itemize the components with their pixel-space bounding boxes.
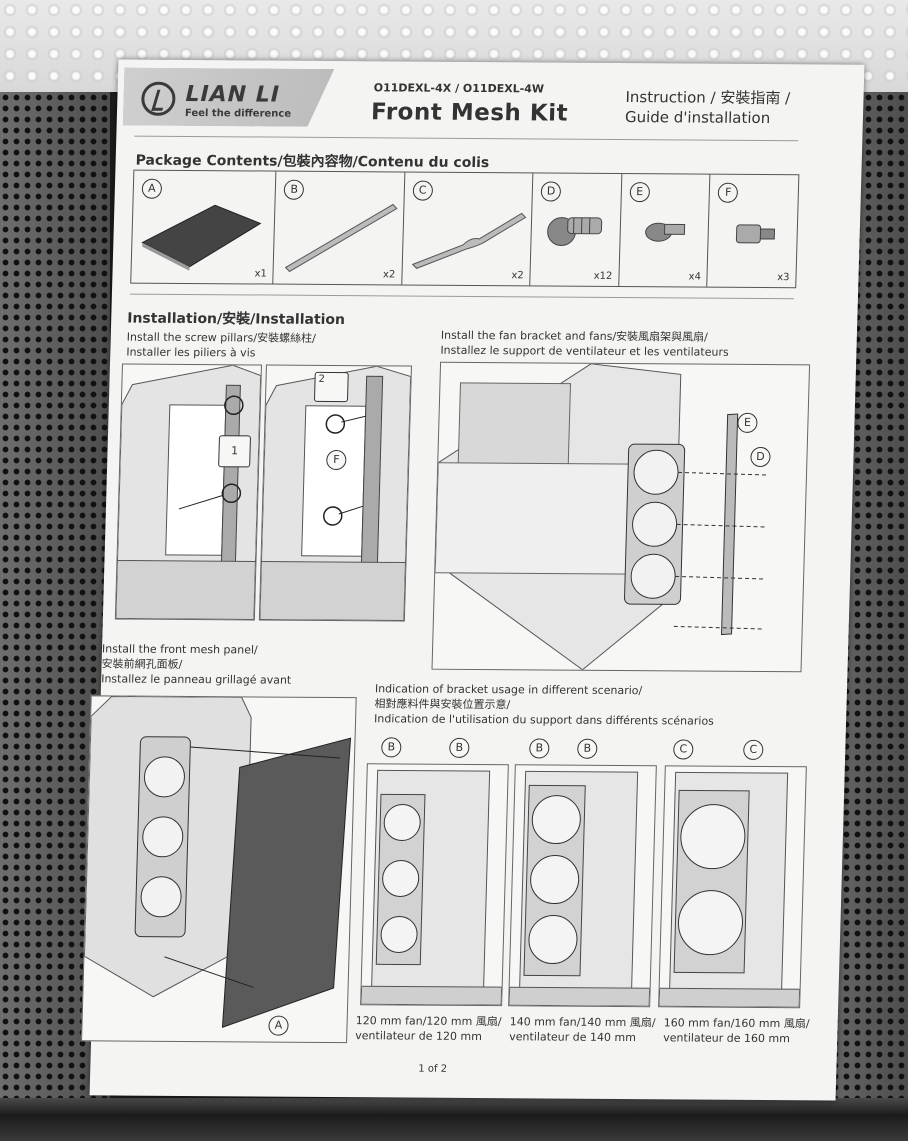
step2-figure-fan-bracket: E D — [431, 361, 811, 673]
curved-bracket-icon — [411, 212, 527, 269]
scenario3-label-line-1: 160 mm fan/160 mm 風扇/ — [663, 1016, 810, 1031]
model-numbers: O11DEXL-4X / O11DEXL-4W — [373, 81, 545, 96]
package-qty-d: x12 — [593, 270, 613, 282]
step1-caption: Install the screw pillars/安裝螺絲柱/ Install… — [126, 330, 316, 361]
step1-figure-pillars-b: 2 F — [258, 364, 412, 622]
step3-caption-line-3: Installez le panneau grillagé avant — [100, 672, 292, 687]
mesh-panel-icon — [141, 204, 262, 271]
scenario2-letter-left: B — [529, 738, 550, 759]
screw-icon — [644, 222, 685, 242]
pillar-icon — [736, 224, 776, 244]
instruction-line-2: Guide d'installation — [624, 108, 771, 128]
page-number: 1 of 2 — [418, 1063, 448, 1075]
step2-caption-line-2: Installez le support de ventilateur et l… — [440, 343, 729, 359]
lian-li-logo-icon — [141, 82, 176, 116]
step3-caption: Install the front mesh panel/ 安裝前網孔面板/ I… — [101, 641, 292, 687]
package-qty-e: x4 — [688, 271, 702, 283]
scenario2-label-line-2: ventilateur de 140 mm — [509, 1030, 637, 1045]
case-140mm-fans-icon — [509, 770, 651, 1007]
header-divider — [134, 135, 799, 142]
scenario3-letter-left: C — [673, 739, 694, 760]
package-qty-b: x2 — [382, 269, 396, 281]
instruction-sheet: LIAN LI Feel the difference O11DEXL-4X /… — [81, 59, 865, 1101]
scenario1-figure-120mm — [360, 763, 509, 1007]
scenario1-label-line-1: 120 mm fan/120 mm 風扇/ — [355, 1014, 502, 1029]
scenario2-letter-right: B — [577, 738, 598, 759]
case-160mm-fans-icon — [659, 771, 801, 1008]
scenario-caption-line-3: Indication de l'utilisation du support d… — [373, 712, 715, 728]
package-item-e: E x4 — [619, 174, 711, 287]
package-contents-table: A x1 B x2 C x2 D x12 — [130, 169, 800, 289]
straight-bracket-icon — [285, 203, 398, 273]
step3-caption-line-1: Install the front mesh panel/ — [101, 642, 258, 657]
case-with-fans-illustration-icon — [434, 363, 769, 671]
package-item-f: F x3 — [708, 175, 799, 288]
package-qty-f: x3 — [777, 272, 790, 284]
instruction-heading: Instruction / 安裝指南 / Guide d'installatio… — [625, 87, 816, 128]
package-item-d: D x12 — [530, 173, 623, 286]
step1-figure-pillars-a: 1 — [114, 363, 262, 621]
step2-caption: Install the fan bracket and fans/安裝風扇架與風… — [440, 328, 729, 360]
scenario2-figure-140mm — [508, 764, 657, 1008]
step1-caption-line-2: Installer les piliers à vis — [126, 345, 256, 360]
package-contents-title: Package Contents/包裝內容物/Contenu du colis — [135, 152, 490, 172]
package-divider — [129, 293, 794, 300]
scenario3-figure-160mm — [658, 765, 807, 1009]
scenario3-label-line-2: ventilateur de 160 mm — [663, 1031, 791, 1046]
scenario1-letter-right: B — [449, 737, 470, 758]
scenario-caption: Indication of bracket usage in different… — [374, 681, 715, 728]
scenario3-letter-right: C — [743, 739, 764, 761]
package-qty-c: x2 — [511, 270, 524, 282]
scenario2-label-line-1: 140 mm fan/140 mm 風扇/ — [509, 1015, 656, 1030]
step3-caption-line-2: 安裝前網孔面板/ — [101, 657, 183, 671]
scenario3-label: 160 mm fan/160 mm 風扇/ ventilateur de 160… — [663, 1015, 824, 1046]
brand-logo-block: LIAN LI Feel the difference — [123, 68, 335, 127]
step1-marker-2: 2 — [313, 371, 349, 403]
scenario1-label: 120 mm fan/120 mm 風扇/ ventilateur de 120… — [355, 1013, 516, 1044]
case-illustration-icon — [115, 364, 261, 620]
step1-marker-1: 1 — [218, 435, 251, 468]
brand-tagline: Feel the difference — [184, 107, 292, 120]
installation-title: Installation/安裝/Installation — [127, 310, 346, 329]
package-item-b: B x2 — [273, 171, 406, 285]
page-title: Front Mesh Kit — [370, 99, 569, 127]
package-item-a: A x1 — [131, 170, 277, 284]
fan-screw-icon — [547, 217, 603, 247]
package-letter-c: C — [412, 180, 433, 201]
scenario2-label: 140 mm fan/140 mm 風扇/ ventilateur de 140… — [509, 1014, 670, 1045]
case-120mm-fans-icon — [361, 769, 503, 1006]
package-qty-a: x1 — [254, 268, 268, 280]
case-illustration-icon — [259, 365, 411, 621]
scenario1-letter-left: B — [381, 737, 402, 758]
case-front-panel-illustration-icon — [83, 696, 352, 1028]
scenario1-label-line-2: ventilateur de 120 mm — [355, 1029, 483, 1044]
instruction-line-1: Instruction / 安裝指南 / — [625, 88, 791, 108]
step1-caption-line-1: Install the screw pillars/安裝螺絲柱/ — [126, 330, 316, 345]
plastic-wrap-bottom — [0, 1098, 908, 1141]
step3-figure-mesh-panel: A — [81, 695, 357, 1044]
package-item-c: C x2 — [402, 172, 534, 286]
brand-name: LIAN LI — [185, 81, 281, 108]
